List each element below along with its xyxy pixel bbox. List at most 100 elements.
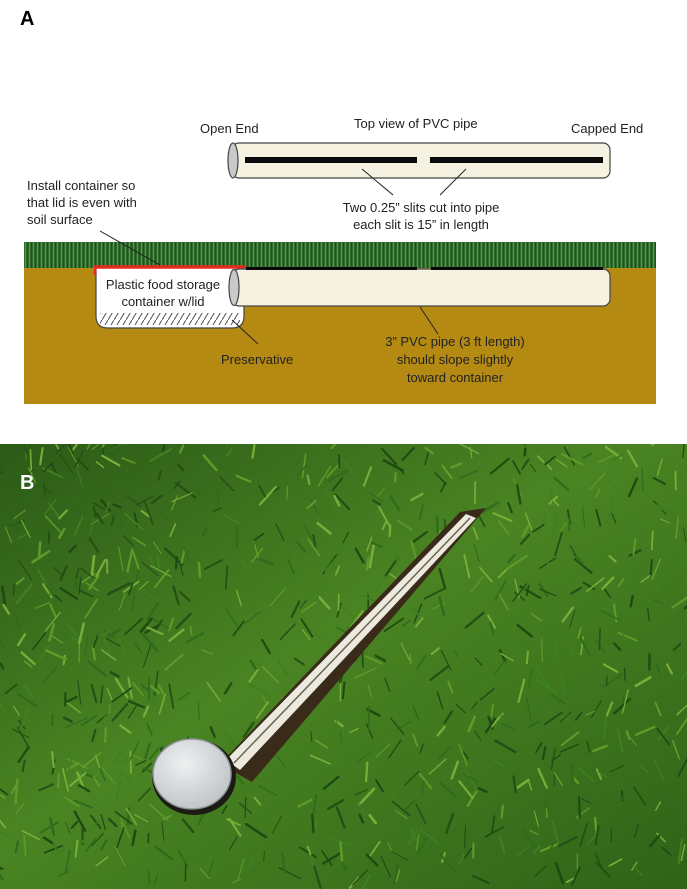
grass-blade <box>142 588 158 603</box>
grass-blade <box>261 638 271 654</box>
grass-blade <box>0 661 5 670</box>
grass-blade <box>520 533 531 545</box>
preservative-layer <box>100 313 240 325</box>
grass-blade <box>116 827 125 848</box>
grass-blade <box>4 526 13 544</box>
grass-blade <box>516 778 530 789</box>
grass-blade <box>86 444 91 450</box>
grass-blade <box>464 611 485 629</box>
grass-blade <box>419 743 424 754</box>
grass-blade <box>452 649 459 658</box>
grass-blade <box>553 476 570 492</box>
grass-blade <box>475 624 486 644</box>
panel-b-letter: B <box>20 472 35 494</box>
grass-blade <box>390 790 396 801</box>
grass-blade <box>111 703 129 722</box>
grass-blade <box>560 522 568 531</box>
grass-blade <box>472 875 490 884</box>
grass-blade <box>61 767 69 792</box>
grass-blade <box>569 544 577 557</box>
grass-blade <box>424 451 430 466</box>
grass-blade <box>671 596 687 609</box>
grass-blade <box>175 612 192 630</box>
grass-blade <box>7 519 28 531</box>
grass-blade <box>458 444 480 455</box>
grass-blade <box>226 447 233 458</box>
storage-container <box>93 265 247 329</box>
grass-blade <box>527 720 541 728</box>
grass-blade <box>14 778 19 805</box>
grass-blade <box>543 711 563 726</box>
grass-blade <box>616 728 624 753</box>
grass-blade <box>122 534 134 546</box>
grass-blade <box>37 568 47 585</box>
grass-blade <box>458 469 479 479</box>
label-install-1: Install container so <box>27 178 135 193</box>
grass-blade <box>48 622 56 642</box>
grass-blade <box>392 863 399 886</box>
grass-blade <box>565 877 576 884</box>
grass-blade <box>258 485 277 506</box>
grass-blade <box>52 566 64 576</box>
grass-blade <box>185 632 205 644</box>
grass-blade <box>512 583 528 603</box>
grass-blade <box>661 846 672 856</box>
grass-blade <box>582 581 596 590</box>
grass-blade <box>78 622 85 644</box>
grass-blade <box>227 656 245 672</box>
grass-blade <box>73 515 84 537</box>
grass-blade <box>294 657 305 666</box>
grass-blade <box>492 656 500 668</box>
grass-blade <box>269 587 286 607</box>
grass-blade <box>595 639 606 653</box>
grass-blade <box>597 771 610 780</box>
grass-blade <box>494 580 507 601</box>
grass-blade <box>492 511 513 523</box>
side-slit-right <box>431 267 603 270</box>
grass-blade <box>144 742 151 760</box>
grass-blade <box>595 488 601 498</box>
grass-blade <box>539 843 558 853</box>
grass-blade <box>401 446 415 462</box>
grass-blade <box>104 521 108 532</box>
grass-blade <box>100 814 106 830</box>
grass-blade <box>682 527 687 543</box>
grass-blade <box>438 596 446 616</box>
photo-lid <box>152 738 232 810</box>
label-container-2: container w/lid <box>121 294 204 309</box>
grass-blade <box>106 582 131 596</box>
grass-blade <box>340 859 348 871</box>
grass-blade <box>490 815 496 834</box>
grass-blade <box>212 507 223 512</box>
grass-blade <box>17 718 23 733</box>
grass-blade <box>235 589 243 607</box>
grass-blade <box>237 858 245 880</box>
grass-blade <box>471 701 478 710</box>
grass-blade <box>525 650 529 665</box>
grass-blade <box>134 642 143 654</box>
grass-blade <box>117 638 128 657</box>
grass-blade <box>368 491 384 503</box>
grass-blade <box>333 709 338 724</box>
grass-blade <box>150 565 172 577</box>
grass-blade <box>470 575 484 593</box>
grass-blade <box>116 833 128 840</box>
grass-blade <box>66 756 73 779</box>
grass-blade <box>505 648 525 664</box>
grass-blade <box>400 642 411 661</box>
grass-blade <box>608 554 617 563</box>
grass-blade <box>146 626 164 636</box>
grass-blade <box>108 703 111 714</box>
grass-blade <box>21 519 31 539</box>
grass-blade <box>139 617 153 634</box>
grass-blade <box>548 833 561 852</box>
grass-blade <box>1 585 7 606</box>
grass-blade <box>374 581 384 592</box>
grass-blade <box>611 513 617 524</box>
grass-blade <box>383 617 405 632</box>
grass-blade <box>90 683 98 703</box>
grass-blade <box>577 627 582 640</box>
grass-blade <box>59 564 68 582</box>
grass-blade <box>121 457 136 464</box>
grass-blade <box>361 874 371 889</box>
